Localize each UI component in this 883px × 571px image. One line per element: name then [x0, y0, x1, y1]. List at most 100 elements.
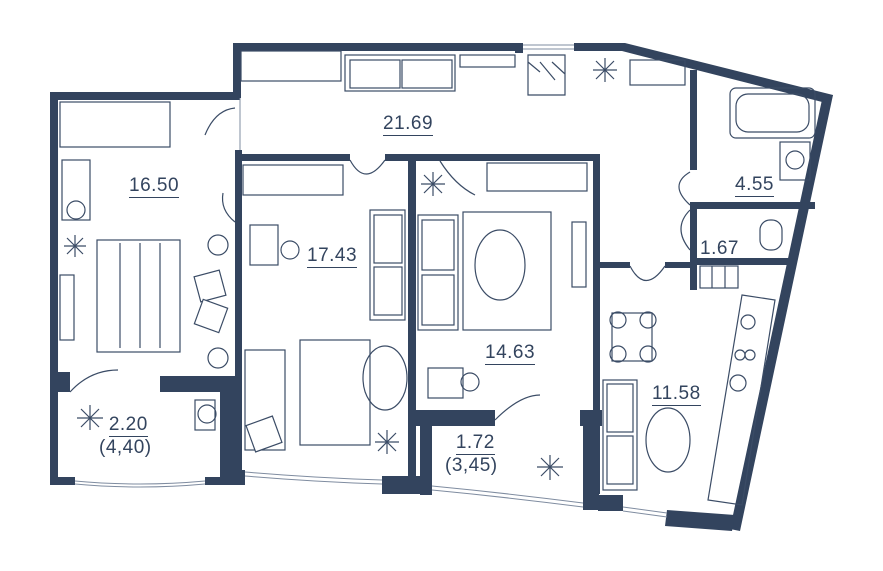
wall — [233, 43, 241, 98]
area-value: 2.20 — [108, 414, 148, 437]
wall — [593, 154, 600, 494]
wall — [415, 410, 495, 426]
toilet — [759, 219, 783, 251]
area-bedroom-right: 14.63 — [485, 342, 536, 365]
area-value: 16.50 — [129, 175, 180, 198]
plant-icon — [421, 172, 445, 196]
area-value: 4.55 — [735, 174, 774, 197]
rug — [362, 345, 408, 411]
stove-icon — [734, 349, 746, 361]
wall — [50, 372, 70, 392]
pillow — [193, 298, 229, 334]
window — [622, 510, 668, 518]
stairs-icon — [527, 54, 566, 96]
wardrobe — [486, 162, 588, 192]
dining-table — [611, 312, 653, 362]
door-arc — [439, 160, 476, 196]
shelf — [459, 54, 516, 68]
chair — [460, 372, 480, 392]
area-value: 1.72 — [455, 432, 495, 455]
desk — [427, 367, 464, 399]
furniture — [59, 50, 816, 506]
oven-icon — [729, 374, 747, 392]
windows — [74, 44, 668, 518]
wall — [235, 154, 350, 161]
plant-icon — [537, 455, 563, 480]
pillow — [245, 415, 283, 453]
wall — [600, 262, 630, 268]
wall — [382, 476, 432, 494]
pillow — [193, 269, 227, 303]
wall — [50, 92, 58, 485]
bathtub — [729, 87, 816, 139]
sofa — [344, 54, 456, 92]
door-arc — [678, 171, 691, 206]
area-wc: 1.67 — [700, 238, 739, 261]
wall — [50, 477, 75, 485]
wall — [235, 470, 245, 485]
wall — [385, 154, 475, 161]
area-loggia-middle: 1.72 (3,45) — [445, 432, 498, 475]
cabinet — [699, 265, 739, 289]
sofa — [369, 209, 406, 321]
chair — [66, 200, 86, 220]
door-arc — [221, 192, 236, 223]
window — [74, 483, 206, 488]
sofa-cushion — [606, 383, 634, 433]
plant-icon — [64, 235, 86, 257]
sofa-cushion — [349, 59, 401, 89]
door-arc — [494, 394, 541, 421]
plant-icon — [593, 58, 617, 82]
area-loggia-left: 2.20 (4,40) — [99, 414, 152, 457]
area-value: 17.43 — [307, 245, 358, 268]
sofa — [602, 379, 638, 491]
chair — [609, 345, 627, 363]
sofa-cushion — [373, 266, 403, 316]
dresser — [571, 221, 587, 288]
wall — [598, 495, 623, 511]
door-arc — [69, 369, 119, 393]
area-bedroom-middle: 17.43 — [307, 245, 358, 268]
rug — [645, 407, 691, 473]
desk — [61, 159, 91, 221]
chair — [639, 311, 657, 329]
sofa-cushion — [421, 219, 455, 271]
doors — [69, 107, 691, 421]
wall — [235, 150, 242, 478]
wardrobe — [242, 164, 344, 196]
nightstand-lamp — [207, 234, 229, 256]
area-value: 14.63 — [485, 342, 536, 365]
sofa-cushion — [606, 435, 634, 485]
sink — [779, 141, 811, 181]
wall — [665, 510, 735, 531]
wall — [665, 262, 695, 268]
wall — [690, 202, 815, 209]
wall — [690, 205, 697, 290]
kitchen-counter — [707, 294, 776, 506]
dresser — [59, 274, 75, 341]
area-kitchen: 11.58 — [652, 383, 701, 406]
wall — [50, 92, 240, 100]
stove-icon — [744, 349, 756, 361]
rug — [474, 229, 526, 301]
wall — [690, 258, 790, 265]
bed — [462, 211, 552, 331]
window — [622, 506, 668, 514]
area-bedroom-left: 16.50 — [129, 175, 180, 198]
window — [244, 471, 383, 481]
door-arc — [204, 107, 236, 136]
plant-icon — [375, 430, 399, 454]
dresser — [244, 349, 286, 451]
window — [431, 489, 584, 508]
chair — [609, 311, 627, 329]
door-arc — [629, 265, 666, 282]
sofa-cushion — [421, 274, 455, 326]
area-secondary: (4,40) — [99, 437, 152, 458]
wall — [233, 43, 523, 51]
wall — [515, 43, 523, 53]
bed — [96, 239, 181, 353]
wall — [420, 410, 432, 495]
area-secondary: (3,45) — [445, 455, 498, 476]
sink-icon — [740, 314, 756, 330]
